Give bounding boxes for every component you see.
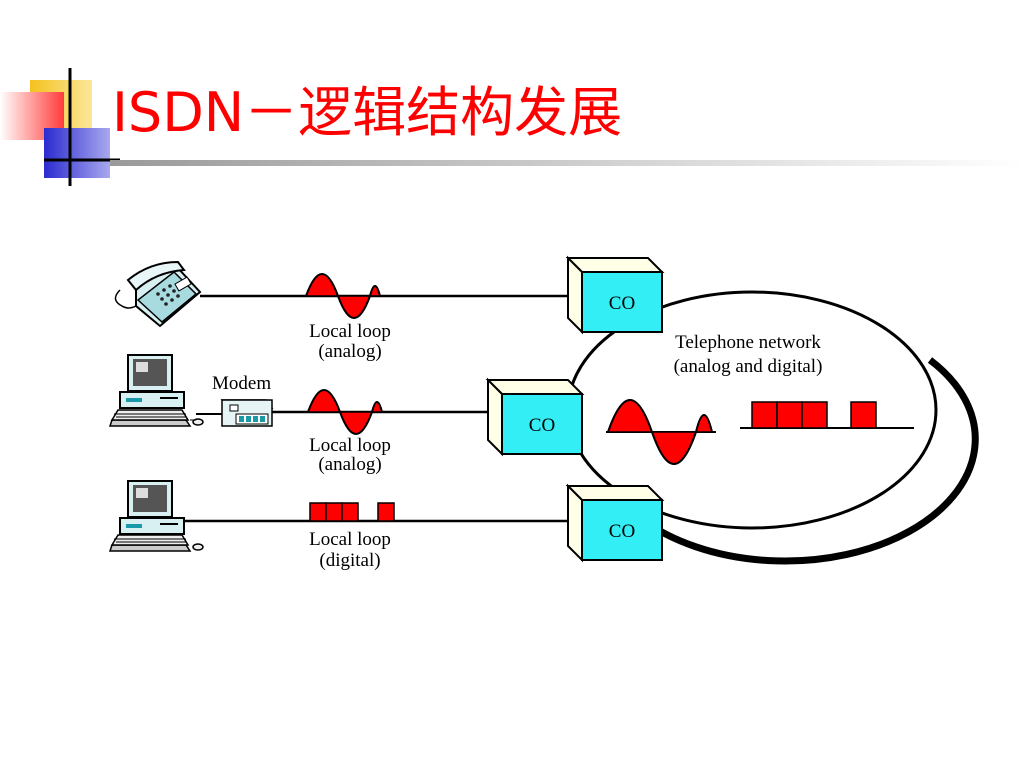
co-label-1: CO [609, 293, 635, 314]
co-label-3: CO [609, 521, 635, 542]
page-title: ISDN－逻辑结构发展 [112, 81, 623, 144]
analog-wave-loop2 [306, 389, 383, 435]
loop3-label-line2: (digital) [319, 550, 380, 571]
network-label-line1: Telephone network [675, 332, 821, 353]
co-label-2: CO [529, 415, 555, 436]
modem-icon [220, 399, 274, 427]
co-box-2: CO [485, 377, 585, 457]
co-box-1: CO [565, 255, 665, 335]
telephone-icon [114, 260, 202, 328]
network-ellipse-shadow [637, 357, 979, 565]
network-digital-pulses [751, 401, 877, 429]
loop1-label-line2: (analog) [318, 341, 381, 362]
computer-icon-1 [108, 354, 204, 427]
computer-icon-2 [108, 480, 204, 552]
network-label-line2: (analog and digital) [674, 356, 823, 377]
digital-pulses-loop3 [309, 502, 395, 522]
loop1-label-line1: Local loop [309, 321, 391, 342]
analog-wave-loop1 [304, 273, 381, 319]
header-decoration [0, 68, 1024, 186]
modem-label: Modem [212, 373, 271, 394]
loop2-label-line2: (analog) [318, 454, 381, 475]
loop2-label-line1: Local loop [309, 435, 391, 456]
deco-blue-square [44, 128, 110, 178]
co-box-3: CO [565, 483, 665, 563]
network-analog-wave [606, 399, 713, 465]
loop3-label-line1: Local loop [309, 529, 391, 550]
title-underline [110, 160, 1024, 166]
